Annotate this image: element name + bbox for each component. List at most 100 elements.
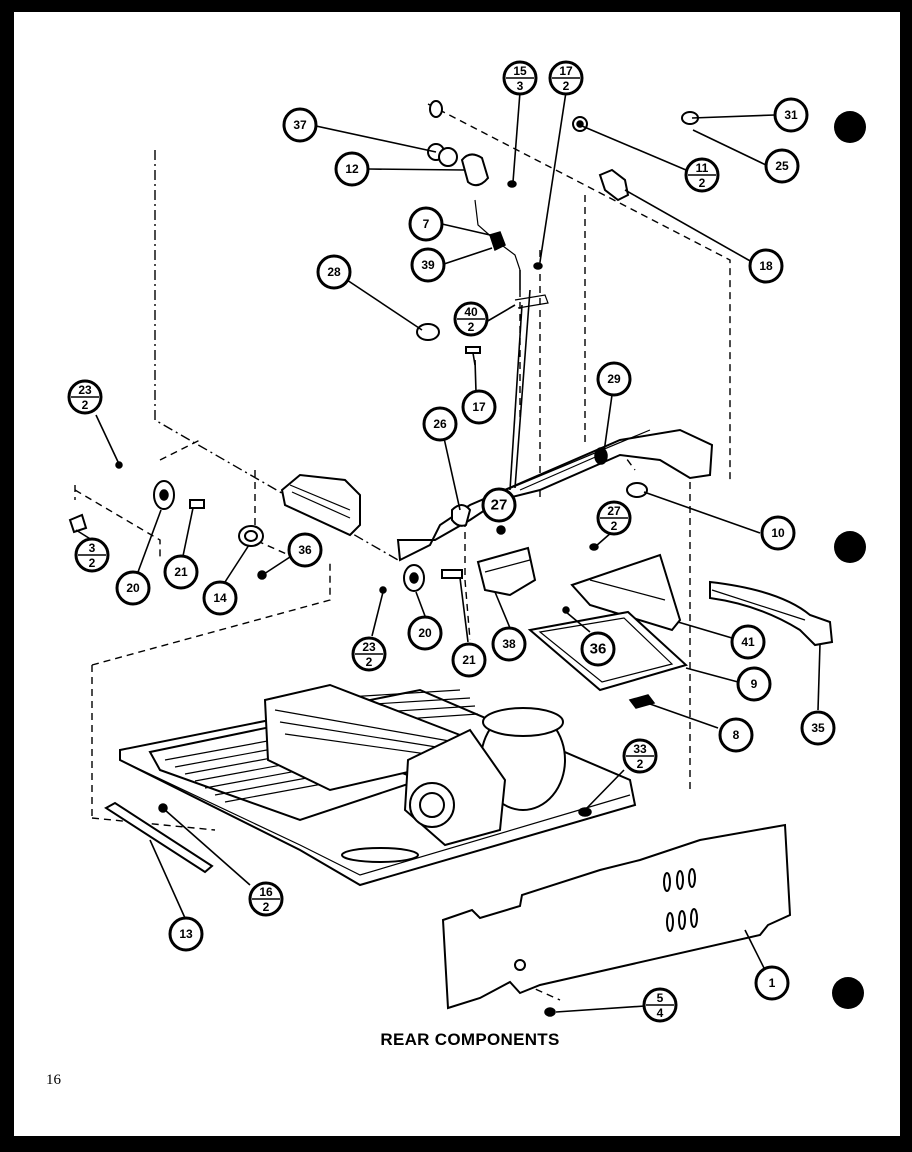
svg-text:14: 14: [213, 591, 227, 605]
callout-3: 3 2: [74, 537, 110, 573]
callout-25: 25: [764, 148, 800, 184]
left-parts: [68, 461, 463, 594]
svg-text:2: 2: [637, 757, 644, 771]
drain-parts: [476, 546, 834, 709]
svg-text:33: 33: [633, 742, 647, 756]
callout-39: 39: [410, 247, 446, 283]
callout-41: 41: [730, 624, 766, 660]
binder-hole-middle: [834, 531, 866, 563]
callout-20-left: 20: [115, 570, 151, 606]
svg-text:35: 35: [811, 721, 825, 735]
callout-21-right: 21: [451, 642, 487, 678]
bracket-part: [104, 801, 214, 874]
binder-hole-bottom: [832, 977, 864, 1009]
callout-36-left: 36: [287, 532, 323, 568]
svg-text:2: 2: [82, 398, 89, 412]
svg-text:20: 20: [418, 626, 432, 640]
svg-text:16: 16: [259, 885, 273, 899]
svg-text:29: 29: [607, 372, 621, 386]
callout-8: 8: [718, 717, 754, 753]
compressor: [403, 707, 566, 847]
svg-text:2: 2: [263, 900, 270, 914]
rear-shroud-panel: [396, 428, 714, 562]
callout-27-2: 27 2: [596, 500, 632, 536]
svg-text:17: 17: [559, 64, 573, 78]
svg-text:2: 2: [366, 655, 373, 669]
svg-text:23: 23: [362, 640, 376, 654]
svg-text:28: 28: [327, 265, 341, 279]
svg-text:1: 1: [769, 976, 776, 990]
svg-text:39: 39: [421, 258, 435, 272]
svg-text:26: 26: [433, 417, 447, 431]
callout-26: 26: [422, 406, 458, 442]
svg-text:21: 21: [174, 565, 188, 579]
svg-text:36: 36: [298, 543, 312, 557]
callout-13: 13: [168, 916, 204, 952]
svg-text:40: 40: [464, 305, 478, 319]
svg-text:13: 13: [179, 927, 193, 941]
callout-23-upper: 23 2: [67, 379, 103, 415]
svg-text:23: 23: [78, 383, 92, 397]
callout-7: 7: [408, 206, 444, 242]
callout-5: 5 4: [642, 987, 678, 1023]
svg-text:20: 20: [126, 581, 140, 595]
svg-text:2: 2: [699, 176, 706, 190]
svg-text:9: 9: [751, 677, 758, 691]
callout-15: 15 3: [502, 60, 538, 96]
svg-text:18: 18: [759, 259, 773, 273]
callout-33: 33 2: [622, 738, 658, 774]
svg-text:38: 38: [502, 637, 516, 651]
callout-17-single: 17: [461, 389, 497, 425]
svg-text:27: 27: [607, 504, 621, 518]
svg-text:4: 4: [657, 1006, 664, 1020]
svg-text:36: 36: [590, 641, 607, 658]
callout-10: 10: [760, 515, 796, 551]
callout-18: 18: [748, 248, 784, 284]
callout-37: 37: [282, 107, 318, 143]
svg-text:41: 41: [741, 635, 755, 649]
duct-part: [280, 473, 361, 537]
svg-text:2: 2: [611, 519, 618, 533]
svg-text:8: 8: [733, 728, 740, 742]
svg-text:10: 10: [771, 526, 785, 540]
callout-1: 1: [754, 965, 790, 1001]
callout-38: 38: [491, 626, 527, 662]
svg-text:37: 37: [293, 118, 307, 132]
callouts: 15 3 17 2 31 37 11 2 25: [67, 60, 836, 1023]
svg-text:12: 12: [345, 162, 359, 176]
callout-31: 31: [773, 97, 809, 133]
svg-text:7: 7: [423, 217, 430, 231]
page-number: 16: [46, 1072, 61, 1088]
svg-text:15: 15: [513, 64, 527, 78]
callout-17-2-top: 17 2: [548, 60, 584, 96]
callout-12: 12: [334, 151, 370, 187]
svg-text:2: 2: [468, 320, 475, 334]
callout-36-right: 36: [580, 631, 616, 667]
callout-28: 28: [316, 254, 352, 290]
callout-20-right: 20: [407, 615, 443, 651]
svg-text:11: 11: [696, 161, 709, 175]
callout-35: 35: [800, 710, 836, 746]
svg-text:2: 2: [563, 79, 570, 93]
callout-27: 27: [481, 487, 517, 523]
callout-29: 29: [596, 361, 632, 397]
svg-text:2: 2: [89, 556, 96, 570]
svg-text:3: 3: [517, 79, 524, 93]
top-parts: [416, 100, 699, 551]
svg-text:5: 5: [657, 991, 664, 1005]
svg-text:3: 3: [89, 541, 96, 555]
callout-11: 11 2: [684, 157, 720, 193]
svg-text:27: 27: [491, 497, 508, 514]
svg-text:25: 25: [775, 159, 789, 173]
callout-14: 14: [202, 580, 238, 616]
svg-text:21: 21: [462, 653, 476, 667]
diagram-title: REAR COMPONENTS: [380, 1030, 560, 1049]
machine-base: [119, 683, 637, 887]
svg-text:17: 17: [472, 400, 486, 414]
callout-21-left: 21: [163, 554, 199, 590]
callout-16: 16 2: [248, 881, 284, 917]
callout-40: 40 2: [453, 301, 489, 337]
leader-lines: [75, 91, 821, 1013]
callout-23-lower: 23 2: [351, 636, 387, 672]
